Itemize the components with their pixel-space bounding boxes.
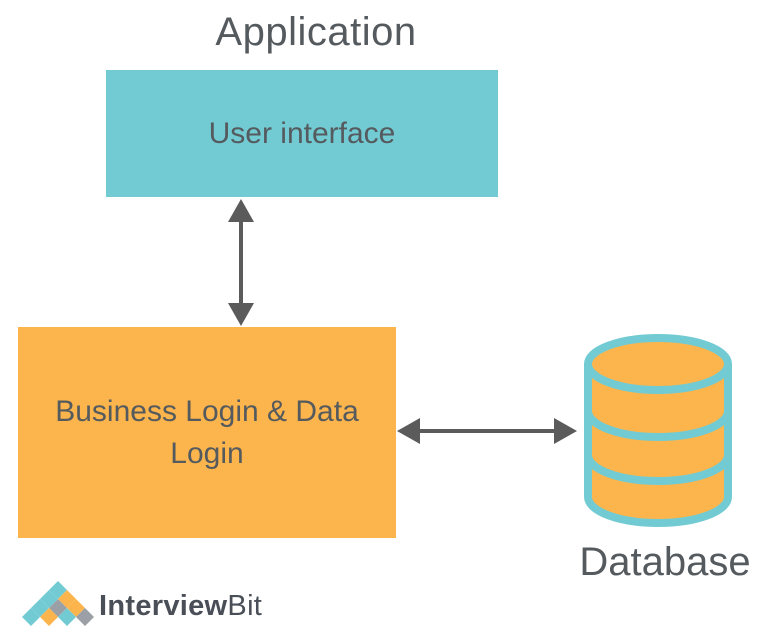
database-icon (584, 334, 732, 527)
interviewbit-logo-icon (22, 581, 94, 626)
user-interface-label: User interface (208, 116, 396, 150)
database-label: Database (579, 540, 751, 584)
business-logic-label-line2: Login (170, 436, 244, 470)
interviewbit-logo-text: InterviewBit (99, 590, 262, 623)
business-database-arrow (397, 418, 577, 444)
logo-text-bold: Interview (99, 590, 228, 622)
logo-text-light: Bit (227, 590, 263, 622)
application-title: Application (215, 10, 417, 54)
business-logic-label-line1: Business Login & Data (55, 394, 359, 428)
ui-business-arrow (228, 199, 254, 326)
business-logic-box: Business Login & Data Login (18, 327, 396, 538)
user-interface-box: User interface (106, 70, 498, 197)
